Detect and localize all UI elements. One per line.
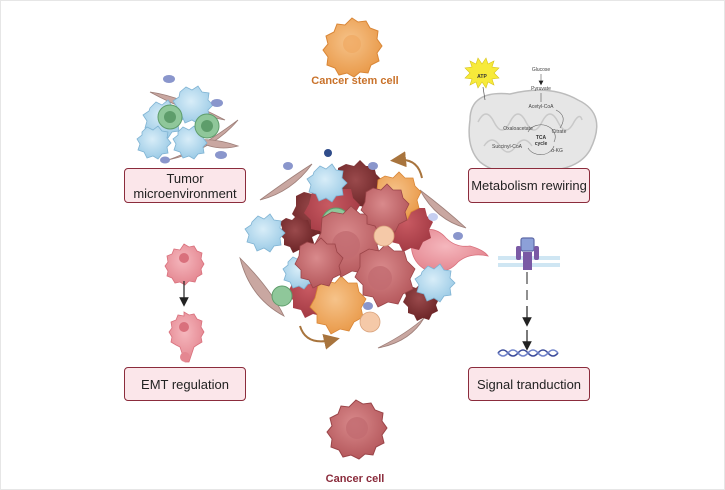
succinyl-coa-label: Succinyl-CoA: [492, 144, 523, 150]
tumor-mass-illustration: [239, 149, 489, 350]
cancer-stem-cell-icon: [322, 17, 383, 78]
signal-transduction-label: Signal tranduction: [476, 376, 582, 392]
signal-transduction-box: Signal tranduction: [468, 367, 590, 401]
citrate-label: Citrate: [552, 129, 567, 135]
tumor-microenvironment-illustration: [136, 75, 240, 164]
dna-icon: [497, 349, 559, 357]
cycle-arrow-bottom: [299, 325, 340, 350]
cancer-stem-cell-caption: Cancer stem cell: [311, 75, 399, 87]
signal-transduction-illustration: [497, 237, 560, 357]
metabolism-rewiring-box: Metabolism rewiring: [468, 168, 590, 203]
pyruvate-label: Pyruvate: [531, 86, 551, 92]
atp-burst-icon: [464, 57, 500, 89]
cancer-cell-caption: Cancer cell: [325, 473, 385, 485]
glucose-label: Glucose: [532, 67, 551, 73]
tumor-microenvironment-box: Tumor microenvironment: [124, 168, 246, 203]
emt-regulation-box: EMT regulation: [124, 367, 246, 401]
akg-label: α-KG: [551, 148, 563, 154]
tca-cycle-label-1: TCA: [536, 135, 547, 141]
acetyl-coa-label: Acetyl-CoA: [528, 104, 554, 110]
metabolism-illustration: ATP Glucose Pyruvate Acetyl-CoA Oxaloace…: [464, 57, 598, 174]
cancer-cell-icon: [326, 399, 388, 460]
oxaloacetate-label: Oxaloacetate: [503, 126, 533, 132]
cycle-arrow-top: [390, 151, 423, 179]
emt-illustration: [164, 243, 205, 363]
tca-cycle-label-2: cycle: [535, 141, 548, 147]
atp-label: ATP: [477, 74, 487, 80]
metabolism-rewiring-label: Metabolism rewiring: [471, 178, 587, 193]
receptor-icon: [520, 237, 535, 252]
emt-regulation-label: EMT regulation: [141, 376, 229, 392]
tumor-microenvironment-label: Tumor microenvironment: [133, 170, 237, 201]
